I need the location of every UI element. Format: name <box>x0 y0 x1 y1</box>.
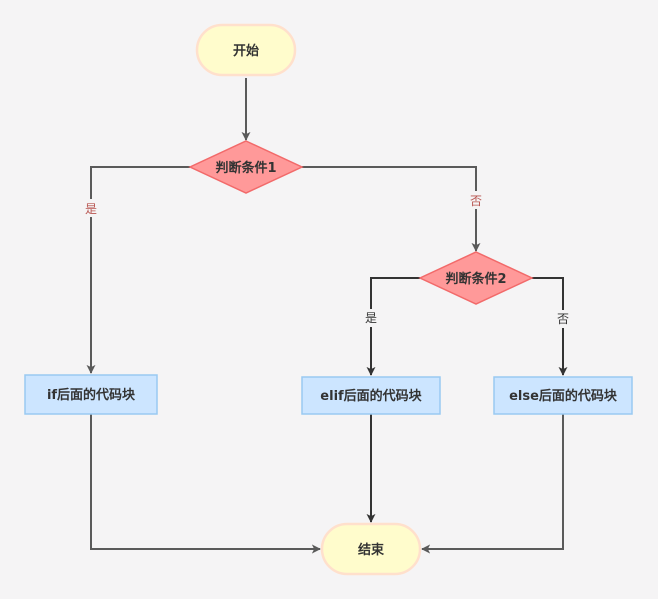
edge-cond2-yes <box>366 277 420 376</box>
else-block-node-label: else后面的代码块 <box>509 388 618 404</box>
if-block-node: if后面的代码块 <box>24 374 158 415</box>
start-node-label: 开始 <box>233 43 259 59</box>
edge-cond2-no <box>532 277 568 376</box>
edge-label-yes1: 是 <box>85 202 97 216</box>
decision-node-2-label: 判断条件2 <box>445 271 506 287</box>
edge-label-bg-no1 <box>467 191 485 209</box>
decision-node-2: 判断条件2 <box>418 251 534 305</box>
end-node-label: 结束 <box>358 542 385 558</box>
edge-label-bg-yes2 <box>362 309 380 327</box>
decision-node-1-label: 判断条件1 <box>215 160 276 176</box>
edge-else-to-end <box>421 414 564 554</box>
edge-label-no2: 否 <box>557 312 569 326</box>
edge-cond1-yes <box>86 166 190 374</box>
elif-block-node: elif后面的代码块 <box>301 376 441 415</box>
edge-label-bg-no2 <box>554 310 572 328</box>
else-block-node: else后面的代码块 <box>493 376 633 415</box>
edge-label-yes2: 是 <box>365 311 377 325</box>
edge-label-bg-yes1 <box>82 199 100 217</box>
edge-label-no1: 否 <box>470 194 482 208</box>
edge-cond1-no <box>302 166 481 252</box>
edge-if-to-end <box>90 414 321 554</box>
decision-node-1: 判断条件1 <box>188 140 304 194</box>
start-node: 开始 <box>195 23 297 77</box>
end-node: 结束 <box>320 522 422 576</box>
if-block-node-label: if后面的代码块 <box>47 387 136 403</box>
elif-block-node-label: elif后面的代码块 <box>320 388 422 404</box>
